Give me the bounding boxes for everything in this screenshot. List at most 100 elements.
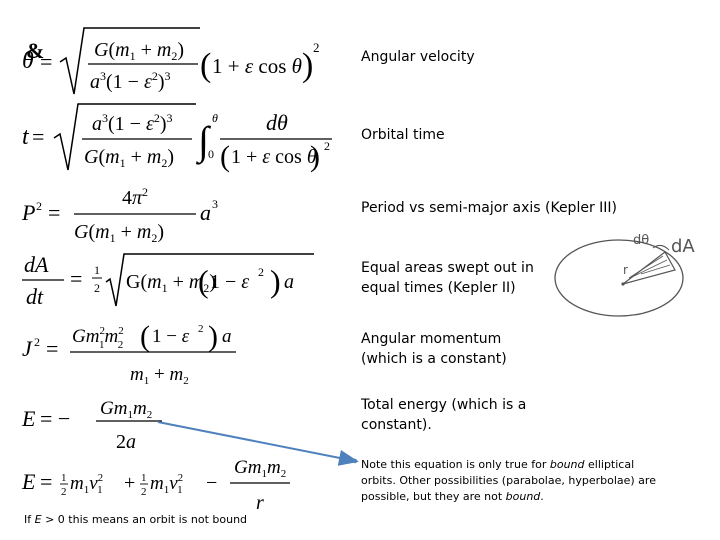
svg-text:P: P [21, 200, 35, 225]
svg-text:dt: dt [26, 284, 44, 309]
svg-text:): ) [270, 263, 281, 299]
orbit-ellipse [554, 239, 684, 317]
svg-text:Gm1m2: Gm1m2 [100, 398, 152, 421]
swept-area [622, 251, 676, 285]
svg-text:(: ( [198, 263, 209, 299]
svg-text:(: ( [200, 47, 211, 84]
note-bound-2: bound [505, 490, 541, 503]
label-angular-velocity: Angular velocity [361, 49, 475, 65]
svg-text:2: 2 [94, 281, 100, 295]
svg-text:a: a [222, 326, 232, 347]
note-part3: . [540, 490, 544, 503]
label-equal-areas-line1: Equal areas swept out in [361, 260, 534, 276]
svg-text:a: a [200, 200, 211, 225]
svg-text:m1 + m2: m1 + m2 [130, 364, 189, 387]
svg-text:=: = [40, 469, 52, 494]
svg-text:G(m1 + m2): G(m1 + m2) [94, 39, 184, 63]
svg-text:0: 0 [208, 147, 214, 161]
kepler-ii-diagram: dθ dA r [537, 226, 720, 320]
label-total-energy: Total energy (which is a constant). [361, 395, 526, 435]
label-dA: dA [671, 236, 695, 257]
note-bound-1: bound [549, 458, 585, 471]
svg-text:1 + ε cos θ: 1 + ε cos θ [212, 54, 302, 78]
label-angular-momentum-line1: Angular momentum [361, 331, 502, 347]
svg-text:a3(1 − ε2)3: a3(1 − ε2)3 [90, 69, 171, 93]
svg-text:−: − [206, 472, 217, 494]
svg-text:2a: 2a [116, 431, 136, 453]
svg-text:G(m1 + m2): G(m1 + m2) [126, 271, 216, 295]
svg-text:2: 2 [61, 486, 67, 498]
label-period: Period vs semi-major axis (Kepler III) [361, 200, 617, 216]
label-dtheta: dθ [633, 233, 649, 248]
label-total-energy-line2: constant). [361, 417, 432, 433]
svg-text:r: r [256, 492, 264, 514]
svg-text:G(m1 + m2): G(m1 + m2) [74, 221, 164, 245]
svg-text:1 − ε: 1 − ε [210, 271, 249, 293]
svg-text:dA: dA [24, 252, 49, 277]
svg-text:3: 3 [212, 197, 218, 211]
svg-text:θ: θ [212, 111, 218, 125]
svg-text:1 − ε: 1 − ε [152, 326, 190, 347]
svg-text:&: & [26, 38, 44, 63]
svg-text:G(m1 + m2): G(m1 + m2) [84, 146, 174, 170]
footer-var: E [34, 513, 42, 526]
label-angular-momentum: Angular momentum (which is a constant) [361, 329, 507, 369]
svg-text:2: 2 [198, 323, 204, 335]
svg-text:E: E [21, 469, 36, 494]
svg-text:a3(1 − ε2)3: a3(1 − ε2)3 [92, 111, 173, 135]
svg-text:1 + ε cos θ: 1 + ε cos θ [231, 146, 317, 168]
equation-angular-velocity: θ & = G(m1 + m2) a3(1 − ε2)3 ( 1 + ε cos… [20, 22, 320, 102]
note-part1: Note this equation is only true for [361, 458, 550, 471]
bound-orbit-note: Note this equation is only true for boun… [361, 457, 661, 505]
svg-text:+: + [124, 472, 135, 494]
svg-text:): ) [310, 140, 320, 173]
svg-text:=: = [70, 266, 82, 291]
footer-prefix: If [24, 513, 35, 526]
svg-text:2: 2 [313, 40, 320, 55]
svg-text:2: 2 [34, 335, 40, 349]
svg-text:=: = [48, 200, 60, 225]
svg-text:2: 2 [141, 486, 147, 498]
label-r: r [623, 263, 628, 277]
svg-text:2: 2 [324, 139, 330, 153]
svg-text:θ: θ [22, 48, 34, 74]
svg-text:(: ( [220, 140, 230, 173]
svg-text:1: 1 [61, 472, 67, 484]
svg-text:): ) [302, 47, 313, 84]
label-orbital-time: Orbital time [361, 127, 445, 143]
label-angular-momentum-line2: (which is a constant) [361, 351, 507, 367]
equation-orbital-time: t = a3(1 − ε2)3 G(m1 + m2) ∫ θ 0 dθ ( 1 … [20, 100, 332, 175]
label-equal-areas-line2: equal times (Kepler II) [361, 280, 516, 296]
svg-text:E: E [21, 406, 36, 431]
svg-text:=: = [40, 49, 52, 74]
focus-point [621, 282, 625, 286]
svg-text:(: ( [140, 320, 150, 353]
svg-text:a: a [284, 271, 294, 293]
equation-period: P 2 = 4π2 G(m1 + m2) a 3 [20, 180, 220, 245]
svg-text:): ) [208, 320, 218, 353]
svg-text:= −: = − [40, 406, 70, 431]
unbound-orbit-footnote: If E > 0 this means an orbit is not boun… [24, 513, 247, 526]
label-equal-areas: Equal areas swept out in equal times (Ke… [361, 258, 534, 298]
svg-text:J: J [22, 336, 33, 361]
svg-text:=: = [46, 336, 58, 361]
svg-text:t: t [22, 124, 30, 150]
label-total-energy-line1: Total energy (which is a [361, 397, 527, 413]
svg-text:4π2: 4π2 [122, 185, 148, 209]
svg-text:dθ: dθ [266, 110, 288, 135]
equation-equal-areas: dA dt = 1 2 G(m1 + m2) ( 1 − ε 2 ) a [20, 248, 320, 313]
equation-total-energy: E = − Gm1m2 2a [20, 390, 180, 455]
footer-suffix: > 0 this means an orbit is not bound [41, 513, 248, 526]
svg-text:∫: ∫ [195, 118, 212, 165]
note-part2: elliptical orbits. Other possibilities (… [361, 458, 656, 503]
svg-text:1: 1 [94, 263, 100, 277]
svg-text:2: 2 [258, 265, 264, 279]
svg-text:2: 2 [36, 199, 42, 213]
svg-text:1: 1 [141, 472, 147, 484]
svg-text:Gm1m2: Gm1m2 [234, 457, 286, 480]
